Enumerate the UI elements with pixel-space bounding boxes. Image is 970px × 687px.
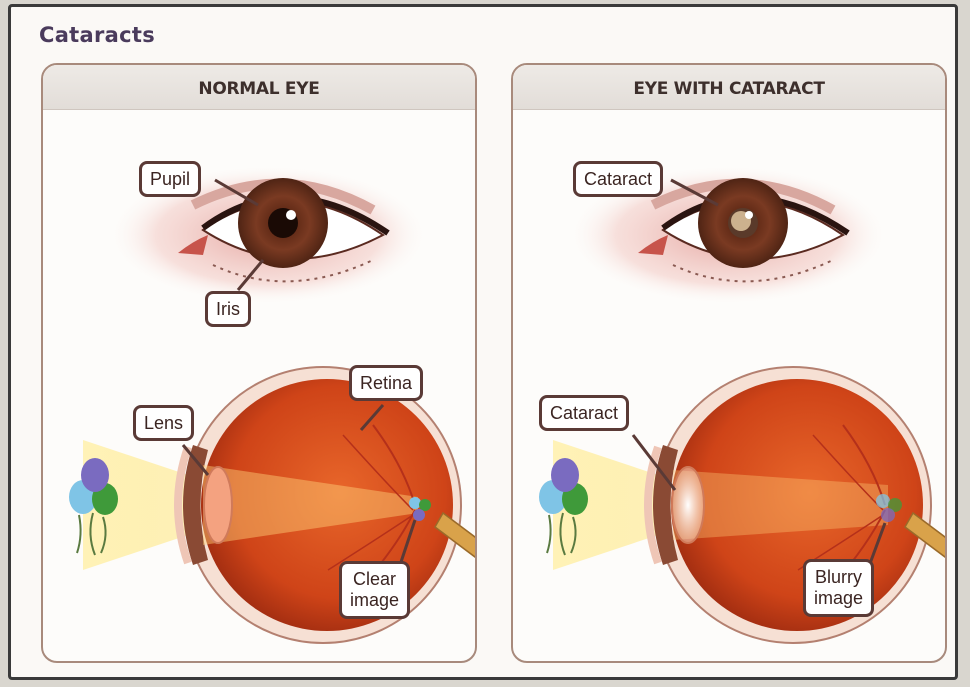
- figure-title: Cataracts: [39, 23, 155, 47]
- cataract-eye-header: EYE WITH CATARACT: [513, 65, 945, 110]
- cataract-front-label: Cataract: [573, 161, 663, 197]
- normal-eye-illustration: [43, 65, 477, 663]
- normal-eye-panel: NORMAL EYE Pupil Iris Lens Retina Clear …: [41, 63, 477, 663]
- iris-label: Iris: [205, 291, 251, 327]
- retina-label: Retina: [349, 365, 423, 401]
- cataract-eye-illustration: [513, 65, 947, 663]
- normal-eye-header: NORMAL EYE: [43, 65, 475, 110]
- clear-image-label: Clear image: [339, 561, 410, 619]
- figure-frame: Cataracts: [8, 4, 958, 680]
- blurry-image-label: Blurry image: [803, 559, 874, 617]
- eyeball-cross-section-cataract: [648, 367, 947, 643]
- lens-label: Lens: [133, 405, 194, 441]
- pupil-label: Pupil: [139, 161, 201, 197]
- cataract-eye-panel: EYE WITH CATARACT Cataract Cataract Blur…: [511, 63, 947, 663]
- cataract-side-label: Cataract: [539, 395, 629, 431]
- eyeball-cross-section: [178, 367, 477, 643]
